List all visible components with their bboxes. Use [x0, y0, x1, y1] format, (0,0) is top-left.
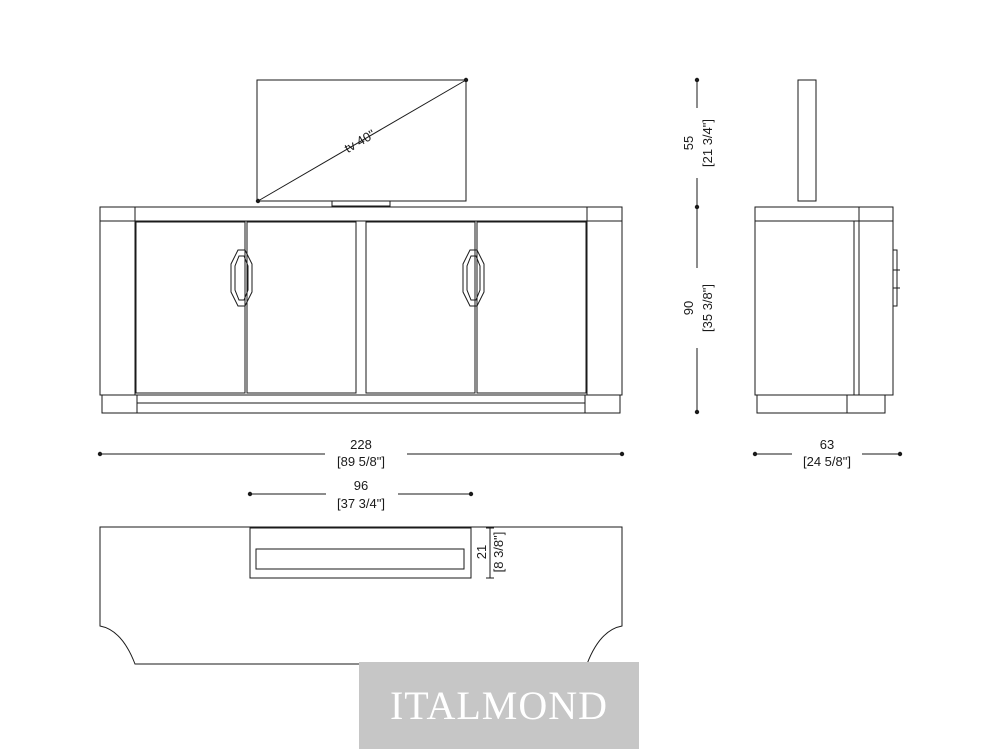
handle-left-inner	[234, 255, 249, 301]
base-depth-in-label: [8 3/8"]	[491, 532, 506, 573]
front-view: tv 40"	[99, 77, 623, 414]
tv-diagonal-end-dot	[463, 77, 469, 83]
tv-height-cm-label: 55	[681, 136, 696, 150]
depth-dimension: 63 [24 5/8"]	[752, 436, 903, 472]
depth-in-label: [24 5/8"]	[803, 454, 851, 469]
tv-width-cm-label: 96	[354, 478, 368, 493]
height-in-label: [35 3/8"]	[700, 284, 715, 332]
tv-width-in-label: [37 3/4"]	[337, 496, 385, 511]
tv-size-label: tv 40"	[342, 126, 378, 156]
tv-diagonal	[257, 79, 467, 202]
cabinet-top	[99, 206, 623, 222]
tv-recess-outer	[249, 527, 472, 579]
width-dimension: 228 [89 5/8"]	[97, 436, 625, 472]
handle-right-inner	[466, 255, 481, 301]
tv-diagonal-start-dot	[255, 198, 261, 204]
side-tv-panel	[797, 79, 817, 202]
cabinet-left-pillar	[99, 206, 136, 396]
width-in-label: [89 5/8"]	[337, 454, 385, 469]
tv-recess-inner	[255, 548, 465, 570]
side-view	[754, 79, 900, 414]
side-handle	[892, 249, 898, 307]
door-4	[476, 221, 587, 394]
side-cabinet-top	[754, 206, 894, 222]
brand-logo-text: ITALMOND	[389, 683, 609, 728]
door-1	[135, 221, 246, 394]
tv-width-dimension: 96 [37 3/4"]	[247, 477, 474, 513]
handle-left	[230, 249, 253, 307]
door-3	[365, 221, 476, 394]
door-2	[246, 221, 357, 394]
width-cm-label: 228	[350, 437, 372, 452]
depth-cm-label: 63	[820, 437, 834, 452]
top-view-outline	[99, 526, 623, 665]
cabinet-base	[101, 394, 621, 414]
base-depth-cm-label: 21	[474, 545, 489, 559]
tv-height-in-label: [21 3/4"]	[700, 119, 715, 167]
side-base	[756, 394, 886, 414]
side-cabinet-body	[754, 206, 894, 396]
tv-stand	[331, 200, 391, 207]
height-cm-label: 90	[681, 301, 696, 315]
cabinet-body	[99, 206, 623, 396]
cabinet-right-pillar	[586, 206, 623, 396]
top-view: 21 [8 3/8"]	[99, 526, 623, 665]
brand-watermark: ITALMOND	[359, 662, 639, 749]
handle-right	[462, 249, 485, 307]
height-dimensions: 55 [21 3/4"] 90 [35 3/8"]	[681, 77, 720, 415]
